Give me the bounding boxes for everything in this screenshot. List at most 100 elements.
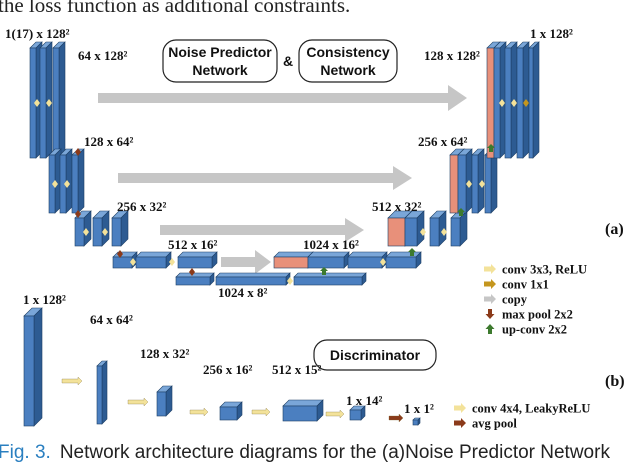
consistency-line1: Consistency xyxy=(306,44,389,60)
enc1-b xyxy=(52,41,66,159)
dec3-a xyxy=(429,210,447,247)
copy-arrows xyxy=(98,85,467,274)
ampersand: & xyxy=(283,53,293,69)
size-label-enc2: 128 x 64² xyxy=(84,134,134,149)
size-label-dec3: 512 x 32² xyxy=(372,199,422,214)
legend-item: up-conv 2x2 xyxy=(485,323,567,337)
size-label-d3: 256 x 16² xyxy=(203,362,253,377)
noise-predictor-line1: Noise Predictor xyxy=(168,44,272,60)
discriminator-label: Discriminator xyxy=(330,347,421,363)
copy-arrow-2 xyxy=(118,166,412,190)
conv-arrow-dec1b xyxy=(511,99,517,107)
legend-label: conv 1x1 xyxy=(502,278,549,292)
size-label-d4: 512 x 15² xyxy=(272,362,322,377)
disc-1 xyxy=(96,360,108,425)
legend-arrow-icon xyxy=(484,264,496,274)
size-label-dec4: 1024 x 16² xyxy=(303,237,359,252)
bott-b xyxy=(293,272,367,286)
maxpool-2 xyxy=(75,210,81,218)
conv-arrow-enc4a xyxy=(130,258,136,266)
dec4-a xyxy=(347,251,388,269)
enc2-a xyxy=(59,148,73,214)
legend-arrow-icon xyxy=(454,418,466,428)
conv-arrow-enc2b xyxy=(64,180,70,188)
copy-arrow-3 xyxy=(160,218,364,242)
size-label-enc3: 256 x 32² xyxy=(117,199,167,214)
conv-arrow-dec4 xyxy=(380,258,386,266)
size-label-d1: 64 x 64² xyxy=(90,312,133,327)
header-text: the loss function as additional constrai… xyxy=(0,0,350,17)
panel-label-a: (a) xyxy=(605,221,624,238)
conv-arrow-dec2b xyxy=(479,180,485,188)
dec4-up xyxy=(307,251,350,269)
disc-avgpool xyxy=(388,413,404,423)
legend-item: max pool 2x2 xyxy=(485,308,573,322)
dec1-up xyxy=(493,41,507,159)
upconv-4 xyxy=(487,144,495,152)
dec4-copy xyxy=(273,251,314,269)
size-label-dec1: 128 x 128² xyxy=(424,48,480,63)
legend-label: conv 3x3, ReLU xyxy=(502,263,587,277)
legend-item: conv 3x3, ReLU xyxy=(484,263,587,277)
size-label-d6: 1 x 1² xyxy=(404,401,434,416)
conv-arrow-enc1 xyxy=(46,99,52,107)
dec3-b xyxy=(450,210,468,247)
discriminator-box xyxy=(313,339,437,371)
disc-5 xyxy=(349,405,366,421)
conv-arrow-enc4b xyxy=(169,258,175,266)
legend-item: copy xyxy=(484,293,528,307)
legend-item: avg pool xyxy=(454,417,517,431)
disc-2 xyxy=(156,385,173,417)
copy-arrow-1 xyxy=(98,85,467,111)
dec2-up xyxy=(457,148,473,214)
caption-text: Network architecture diagrams for the (a… xyxy=(60,442,611,462)
legend-arrow-icon xyxy=(485,309,495,319)
network-boxes: Noise Predictor Network & Consistency Ne… xyxy=(162,39,437,371)
caption: Fig. 3. Network architecture diagrams fo… xyxy=(0,442,610,462)
legend-label: copy xyxy=(502,293,528,307)
legend-arrow-icon xyxy=(454,403,466,413)
dec2-b xyxy=(484,148,498,214)
dec1-a xyxy=(504,41,518,159)
size-label-enc4: 512 x 16² xyxy=(168,237,218,252)
dec1-b xyxy=(516,41,530,159)
size-label-in: 1(17) x 128² xyxy=(5,26,70,41)
conv-arrow-dec3a xyxy=(420,228,426,236)
upconv-1 xyxy=(320,267,328,275)
disc-4 xyxy=(282,399,324,422)
caption-fig-number: Fig. 3. xyxy=(0,442,51,462)
size-label-bottleneck: 1024 x 8² xyxy=(218,285,268,300)
conv-arrow-enc2a xyxy=(52,180,58,188)
size-label-d5: 1 x 14² xyxy=(346,393,383,408)
size-label-out: 1 x 128² xyxy=(530,26,573,41)
noise-predictor-line2: Network xyxy=(192,62,247,78)
conv-arrow-dec3b xyxy=(441,228,447,236)
enc4-a xyxy=(135,251,172,269)
conv-arrow-dec2a xyxy=(466,180,472,188)
conv-arrow-dec1a xyxy=(499,99,505,107)
disc-in xyxy=(23,307,43,427)
size-labels: 1(17) x 128² 64 x 128² 128 x 64² 256 x 3… xyxy=(5,26,573,416)
maxpool-4 xyxy=(189,268,195,276)
size-label-enc1: 64 x 128² xyxy=(78,48,128,63)
maxpool-3 xyxy=(117,250,123,258)
disc-conv-4 xyxy=(251,407,271,417)
disc-conv-2 xyxy=(127,397,149,407)
dec-out xyxy=(528,41,540,159)
size-label-d2: 128 x 32² xyxy=(140,346,190,361)
conv1x1-out xyxy=(523,99,529,107)
consistency-line2: Network xyxy=(320,62,375,78)
legend-label: conv 4x4, LeakyReLU xyxy=(472,402,590,416)
dec3-up xyxy=(404,210,425,247)
legend-label: up-conv 2x2 xyxy=(502,323,567,337)
bott-in xyxy=(175,272,215,286)
legend-item: conv 4x4, LeakyReLU xyxy=(454,402,590,416)
legend-label: avg pool xyxy=(472,417,517,431)
disc-conv-5 xyxy=(325,409,345,419)
noise-predictor-box xyxy=(162,39,278,83)
consistency-box xyxy=(298,39,398,83)
legend-arrow-icon xyxy=(484,294,496,304)
